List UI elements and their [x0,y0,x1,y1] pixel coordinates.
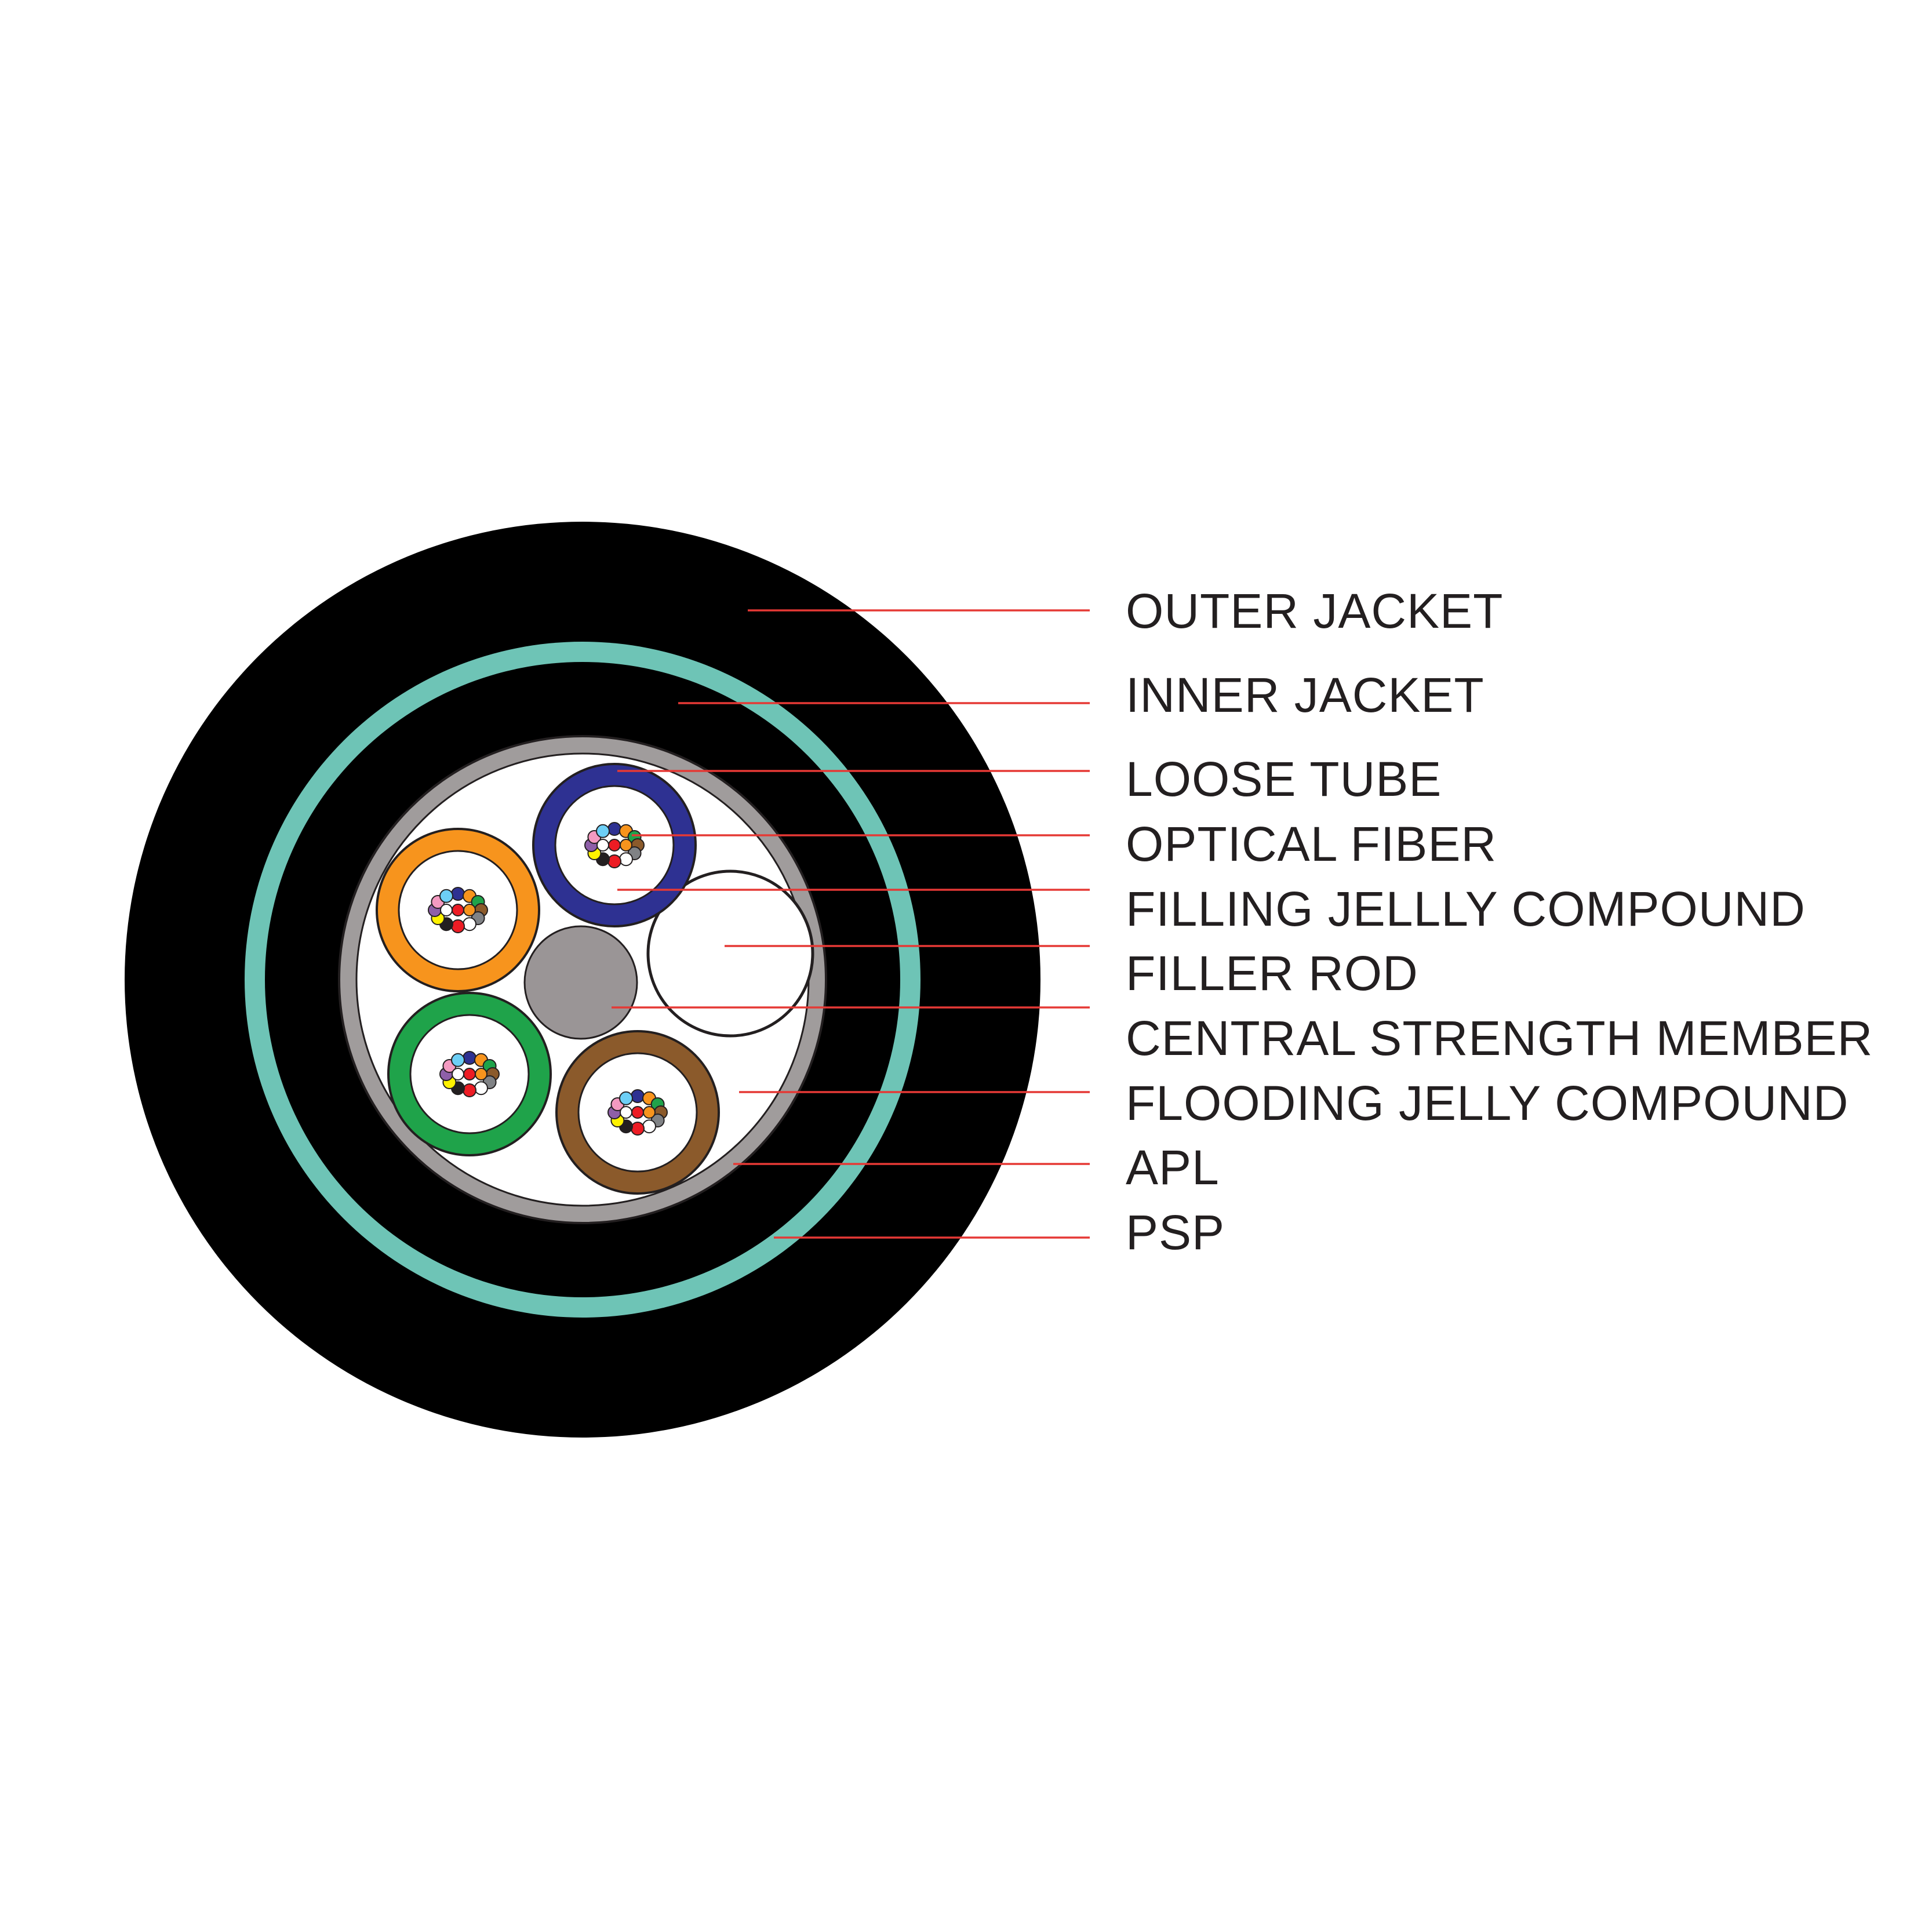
optical-fiber [607,854,621,868]
label-outer-jacket: OUTER JACKET [1126,584,1503,638]
label-inner-jacket: INNER JACKET [1126,668,1485,722]
optical-fiber [620,1106,632,1119]
callout-labels: OUTER JACKET INNER JACKET LOOSE TUBE OPT… [1126,584,1873,1260]
optical-fiber [620,839,632,852]
optical-fiber [631,1106,644,1119]
optical-fiber [463,1068,476,1080]
optical-fiber [451,887,465,901]
central-strength-member [523,925,638,1040]
optical-fiber [439,889,453,903]
label-optical-fiber: OPTICAL FIBER [1126,817,1497,871]
optical-fiber [643,1106,656,1119]
loose-tube-brown [555,1030,720,1195]
optical-fiber [596,839,609,852]
optical-fiber [596,824,610,838]
optical-fiber [463,917,476,932]
label-loose-tube: LOOSE TUBE [1126,752,1442,806]
optical-fiber [451,1053,465,1067]
optical-fiber [451,919,465,933]
optical-fiber [642,1119,656,1134]
optical-fiber [463,904,476,916]
label-central-strength-member: CENTRAL STRENGTH MEMBER [1126,1011,1873,1065]
optical-fiber [631,1122,645,1136]
optical-fiber [474,1081,488,1096]
filler-rod [646,869,814,1038]
label-psp: PSP [1126,1205,1225,1260]
optical-fiber [463,1083,476,1097]
loose-tube-blue [532,763,697,927]
optical-fiber [619,1091,633,1105]
optical-fiber [608,839,621,852]
optical-fiber [452,1068,464,1080]
optical-fiber [619,852,633,867]
optical-fiber [463,1051,476,1065]
optical-fiber [475,1068,487,1080]
optical-fiber [607,822,621,836]
cable-cross-section [125,522,1040,1438]
loose-tube-orange [376,828,540,992]
optical-fiber [631,1089,645,1103]
label-apl: APL [1126,1140,1220,1195]
label-flooding-jelly-compound: FLOODING JELLY COMPOUND [1126,1076,1849,1130]
label-filling-jelly-compound: FILLING JELLLY COMPOUND [1126,882,1806,936]
label-filler-rod: FILLER ROD [1126,946,1418,1000]
optical-fiber [440,904,453,916]
optical-fiber [452,904,464,916]
loose-tube-green [387,992,552,1156]
leader-lines [612,609,1090,1239]
